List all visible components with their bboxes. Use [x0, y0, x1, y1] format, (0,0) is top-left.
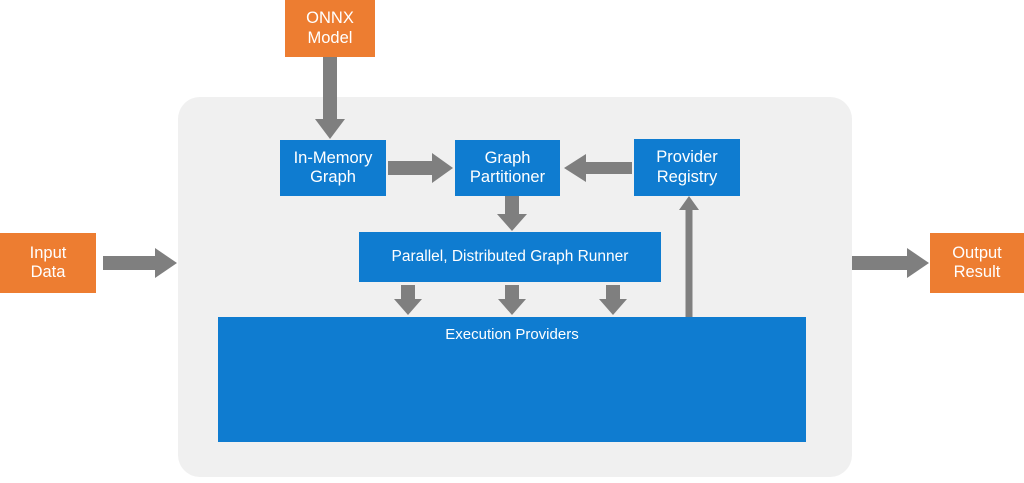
- arrow-graph-runner-to-execution-providers-3: [597, 285, 629, 316]
- arrow-graph-runner-to-execution-providers-2: [496, 285, 528, 316]
- execution-providers-title: Execution Providers: [445, 326, 579, 343]
- node-parallel-distributed-graph-runner[interactable]: Parallel, Distributed Graph Runner: [359, 232, 661, 282]
- node-provider-registry[interactable]: Provider Registry: [634, 139, 740, 196]
- node-input-data[interactable]: Input Data: [0, 233, 96, 293]
- execution-providers-band: Execution Providers CPUMKL-DNNnGraphCUDA…: [218, 317, 806, 442]
- arrow-input-data-to-runtime: [103, 247, 178, 279]
- arrow-graph-runner-to-execution-providers-1: [392, 285, 424, 316]
- node-onnx-model[interactable]: ONNX Model: [285, 0, 375, 57]
- arrow-onnx-model-to-in-memory-graph: [313, 57, 347, 141]
- arrow-provider-registry-to-graph-partitioner: [562, 152, 632, 184]
- arrow-runtime-to-output-result: [852, 247, 930, 279]
- arrow-graph-partitioner-to-graph-runner: [495, 196, 529, 232]
- node-output-result[interactable]: Output Result: [930, 233, 1024, 293]
- node-graph-partitioner[interactable]: Graph Partitioner: [455, 140, 560, 196]
- arrow-execution-providers-to-provider-registry: [678, 196, 700, 318]
- node-in-memory-graph[interactable]: In-Memory Graph: [280, 140, 386, 196]
- arrow-in-memory-graph-to-graph-partitioner: [388, 152, 455, 184]
